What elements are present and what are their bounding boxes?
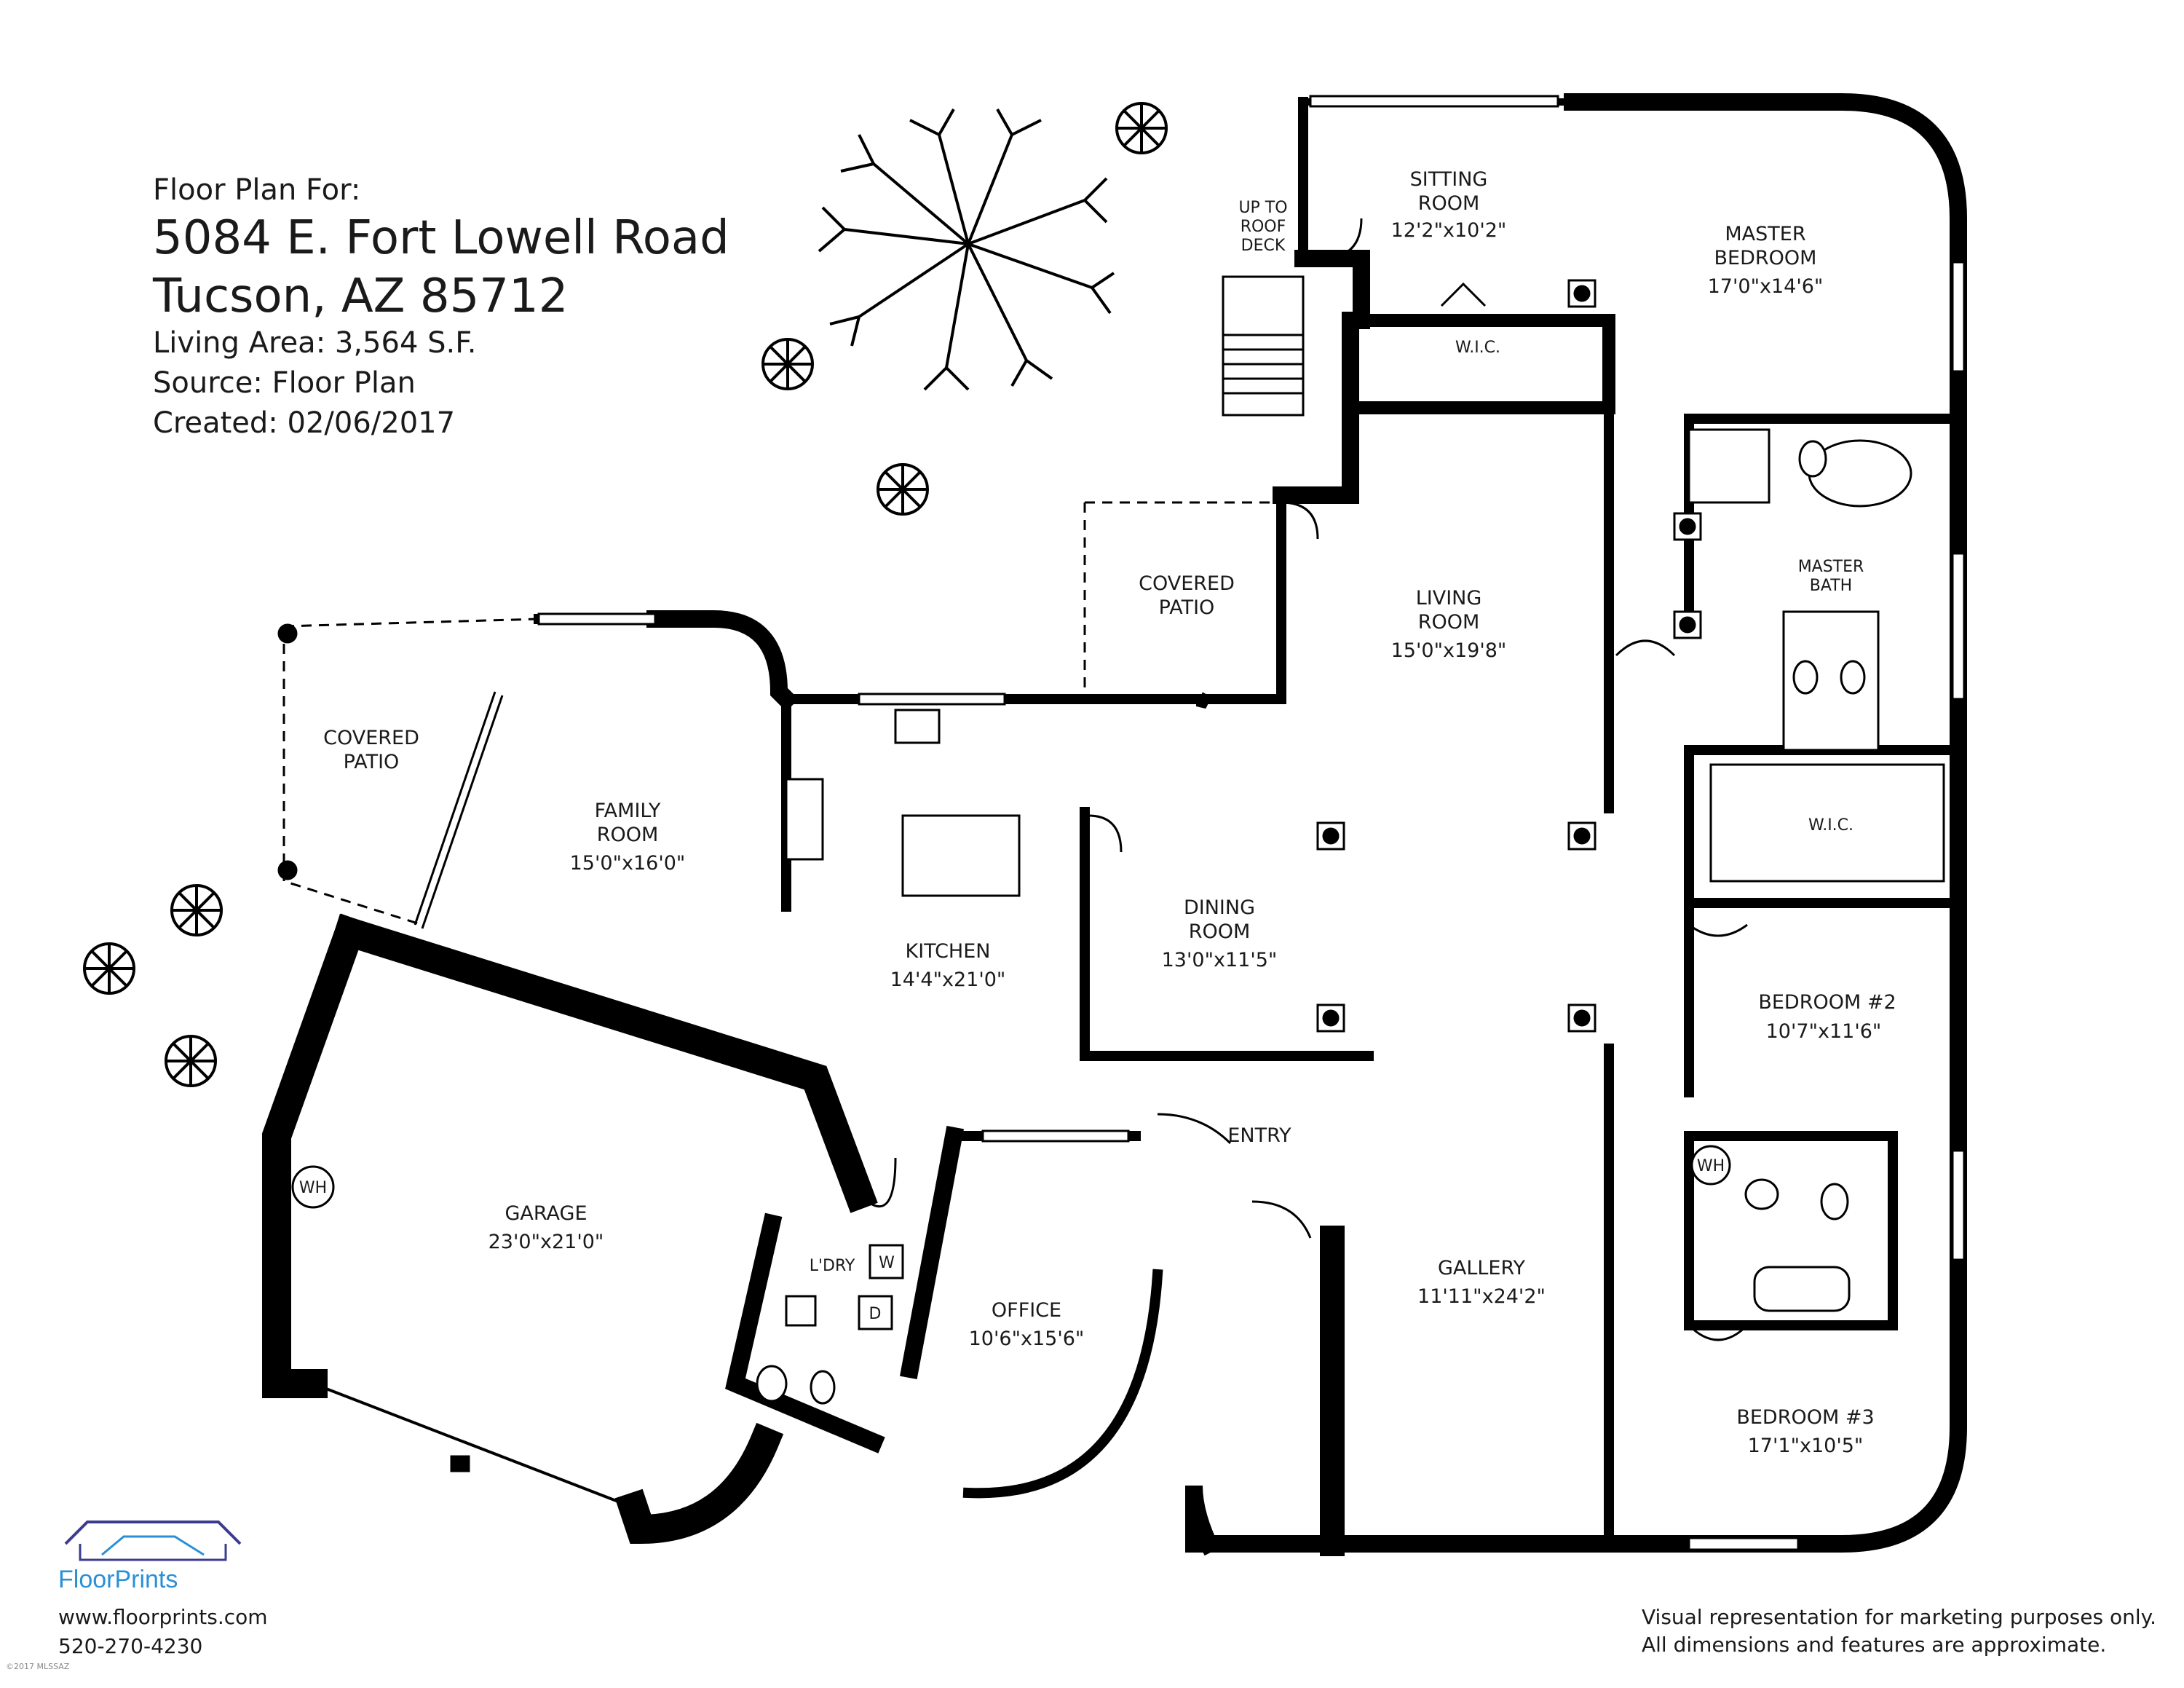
dryer-label: D bbox=[869, 1305, 882, 1323]
closet-rod bbox=[1709, 763, 1945, 883]
family-room-dimensions: 15'0"x16'0" bbox=[570, 852, 686, 875]
utility-sink bbox=[785, 1295, 817, 1327]
fixtures bbox=[291, 428, 1945, 1405]
laundry-label: L'DRY bbox=[810, 1257, 855, 1275]
kitchen-dimensions: 14'4"x21'0" bbox=[890, 969, 1006, 991]
windows bbox=[414, 95, 1966, 1551]
kitchen-island bbox=[901, 814, 1021, 897]
header-address-line1: 5084 E. Fort Lowell Road bbox=[153, 211, 729, 265]
water-heater-label-garage: WH bbox=[299, 1179, 327, 1197]
gallery-label: GALLERY bbox=[1438, 1257, 1526, 1279]
covered-patio-center-label-2: PATIO bbox=[1159, 596, 1215, 619]
master-bedroom-dimensions: 17'0"x14'6" bbox=[1708, 275, 1824, 298]
master-bedroom-label-2: BEDROOM bbox=[1714, 247, 1817, 269]
header-living-area: Living Area: 3,564 S.F. bbox=[153, 326, 477, 360]
washer-label: W bbox=[879, 1254, 895, 1272]
office-dimensions: 10'6"x15'6" bbox=[969, 1328, 1085, 1350]
master-bedroom-label: MASTER bbox=[1725, 223, 1805, 245]
range-cooktop bbox=[785, 778, 824, 861]
entry-label: ENTRY bbox=[1227, 1124, 1291, 1147]
stair-treads bbox=[1223, 334, 1303, 395]
wic-upper-label: W.I.C. bbox=[1455, 339, 1500, 357]
dining-room-label-2: ROOM bbox=[1189, 920, 1251, 943]
sitting-room-label-2: ROOM bbox=[1418, 192, 1480, 215]
living-room-label-2: ROOM bbox=[1418, 611, 1480, 634]
header-source: Source: Floor Plan bbox=[153, 366, 416, 400]
copyright-notice: ©2017 MLSSAZ bbox=[6, 1662, 70, 1671]
bedroom2-label: BEDROOM #2 bbox=[1758, 991, 1896, 1014]
wic-lower-label: W.I.C. bbox=[1808, 816, 1853, 835]
garage-label: GARAGE bbox=[505, 1202, 587, 1225]
header-floor-plan-for: Floor Plan For: bbox=[153, 173, 361, 207]
dryer-icon bbox=[858, 1295, 893, 1330]
toilet-icon bbox=[810, 1370, 836, 1405]
family-room-label: FAMILY bbox=[595, 800, 661, 822]
toilet-icon bbox=[1798, 440, 1827, 478]
living-room-label: LIVING bbox=[1416, 587, 1482, 610]
shower bbox=[1688, 428, 1770, 504]
sitting-room-label: SITTING bbox=[1410, 168, 1488, 191]
toilet-icon bbox=[1820, 1183, 1849, 1220]
kitchen-label: KITCHEN bbox=[906, 940, 991, 963]
floorprints-logo-icon bbox=[64, 1521, 242, 1561]
tree-icon bbox=[818, 109, 1115, 391]
brand-phone: 520-270-4230 bbox=[58, 1634, 203, 1658]
bathtub bbox=[1753, 1266, 1851, 1312]
sink-icon bbox=[1792, 660, 1819, 695]
stairs-label-3: DECK bbox=[1241, 237, 1286, 255]
dining-room-label: DINING bbox=[1184, 896, 1255, 919]
family-room-label-2: ROOM bbox=[597, 824, 659, 846]
covered-patio-center-label: COVERED bbox=[1139, 572, 1235, 595]
brand-name: FloorPrints bbox=[58, 1566, 178, 1593]
brand-website-link[interactable]: www.floorprints.com bbox=[58, 1605, 268, 1629]
sink-icon bbox=[1744, 1178, 1779, 1210]
sink-icon bbox=[756, 1365, 788, 1403]
disclaimer-line2: All dimensions and features are approxim… bbox=[1642, 1633, 2107, 1657]
bedroom2-dimensions: 10'7"x11'6" bbox=[1766, 1020, 1882, 1043]
kitchen-sink bbox=[894, 709, 941, 744]
office-label: OFFICE bbox=[992, 1299, 1061, 1322]
washer-icon bbox=[869, 1244, 904, 1279]
master-bath-label-2: BATH bbox=[1810, 577, 1852, 595]
header-created-date: Created: 02/06/2017 bbox=[153, 406, 456, 440]
living-room-dimensions: 15'0"x19'8" bbox=[1391, 639, 1507, 662]
columns bbox=[277, 279, 1702, 1472]
water-heater-icon bbox=[291, 1165, 335, 1209]
covered-patio-left-label: COVERED bbox=[323, 727, 419, 749]
door-swings bbox=[858, 218, 1749, 1341]
gallery-dimensions: 11'11"x24'2" bbox=[1417, 1285, 1546, 1308]
master-bath-label: MASTER bbox=[1798, 558, 1864, 576]
dining-room-dimensions: 13'0"x11'5" bbox=[1162, 949, 1278, 971]
walls bbox=[262, 93, 1967, 1556]
bedroom3-dimensions: 17'1"x10'5" bbox=[1748, 1435, 1864, 1457]
header-address-line2: Tucson, AZ 85712 bbox=[153, 269, 569, 323]
stairs-label-1: UP TO bbox=[1238, 199, 1287, 217]
water-heater-icon bbox=[1690, 1145, 1731, 1186]
stairs-label-2: ROOF bbox=[1241, 218, 1286, 236]
covered-patio-left-label-2: PATIO bbox=[344, 751, 400, 773]
garage-dimensions: 23'0"x21'0" bbox=[488, 1231, 604, 1253]
water-heater-label-bath: WH bbox=[1697, 1157, 1725, 1175]
sink-icon bbox=[1840, 660, 1866, 695]
bedroom3-label: BEDROOM #3 bbox=[1736, 1406, 1874, 1429]
disclaimer-line1: Visual representation for marketing purp… bbox=[1642, 1605, 2157, 1629]
plant-icon bbox=[83, 102, 1168, 1087]
sitting-room-dimensions: 12'2"x10'2" bbox=[1391, 219, 1507, 242]
